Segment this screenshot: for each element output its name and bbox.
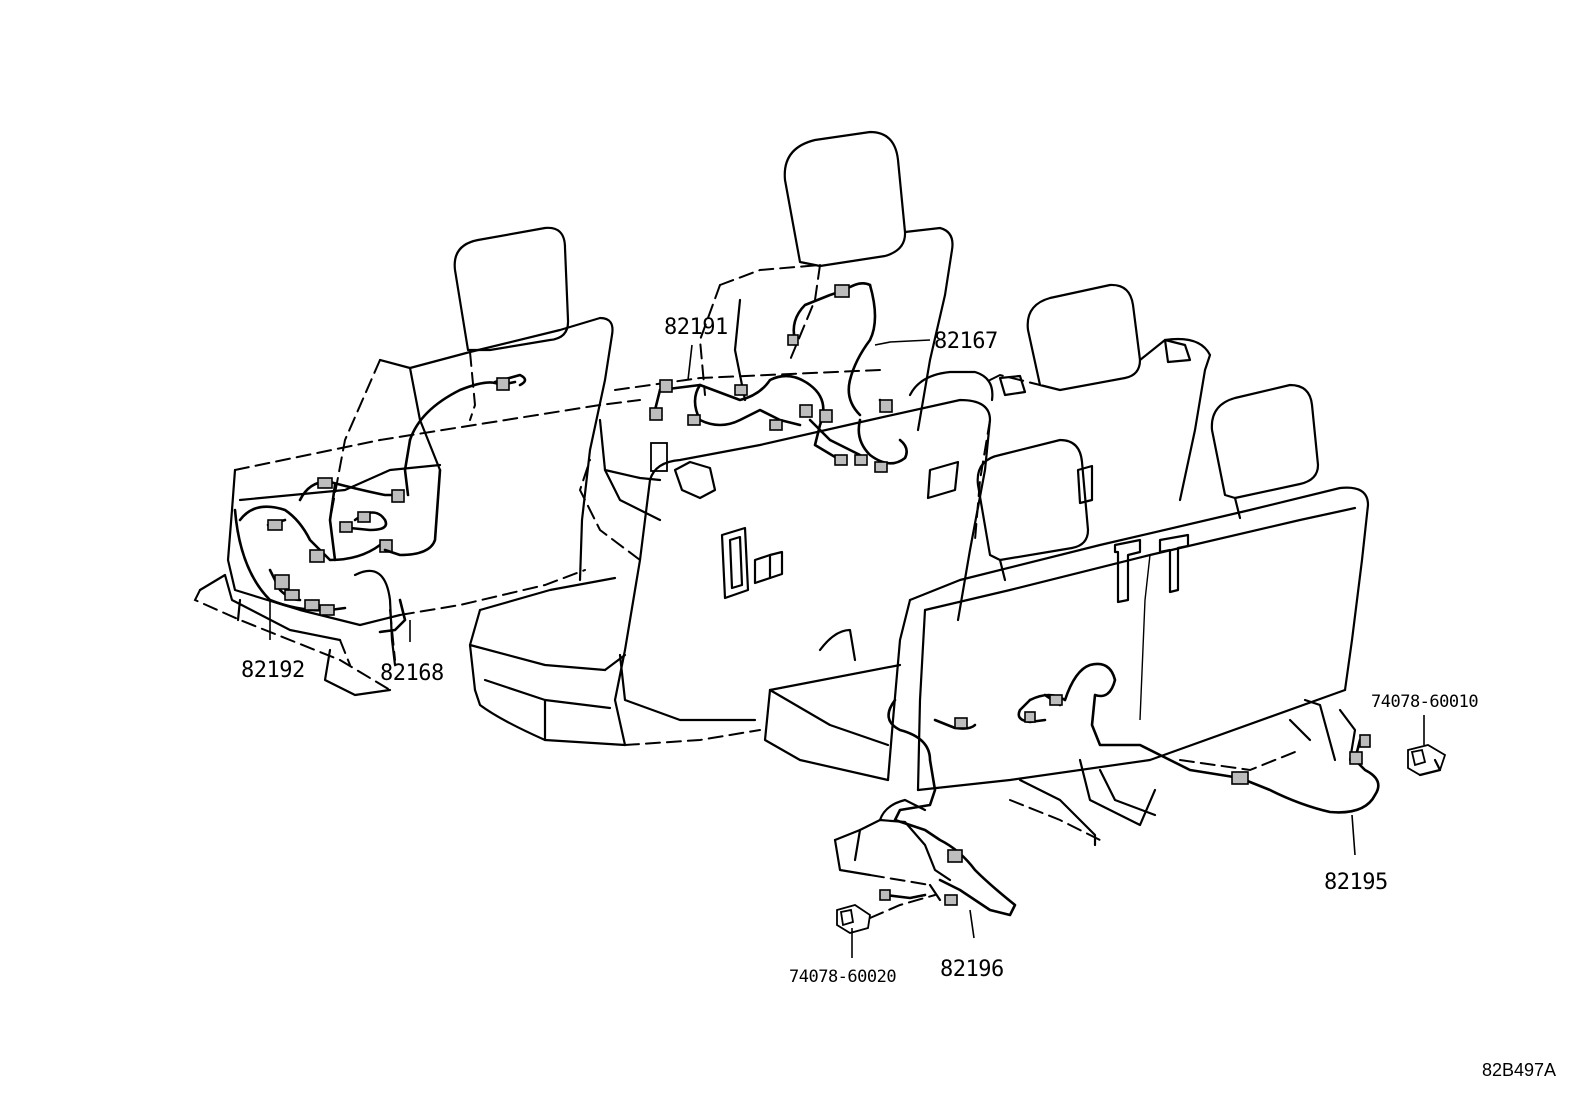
label-82192: 82192 — [241, 658, 305, 683]
second-row-seat-left — [468, 370, 994, 747]
second-row-seat-right — [974, 283, 1212, 541]
harness-82167 — [787, 282, 908, 473]
harness-82192 — [233, 505, 393, 616]
harness-82191 — [649, 374, 868, 466]
harness-82196 — [879, 698, 1017, 917]
label-82195: 82195 — [1324, 870, 1388, 895]
label-82168: 82168 — [380, 661, 444, 686]
third-row-seat — [763, 383, 1370, 902]
front-left-seat — [193, 226, 641, 697]
label-74078-60020: 74078-60020 — [789, 967, 896, 987]
clip-74078-60010 — [1407, 744, 1447, 777]
harness-82168 — [298, 373, 527, 634]
label-82191: 82191 — [664, 315, 728, 340]
label-82167: 82167 — [934, 329, 998, 354]
clip-74078-60020 — [836, 894, 936, 934]
label-74078-60010: 74078-60010 — [1371, 692, 1478, 712]
label-82196: 82196 — [940, 957, 1004, 982]
harness-82195 — [1017, 662, 1380, 814]
leader-lines — [269, 339, 1425, 958]
diagram-code: 82B497A — [1482, 1060, 1556, 1080]
